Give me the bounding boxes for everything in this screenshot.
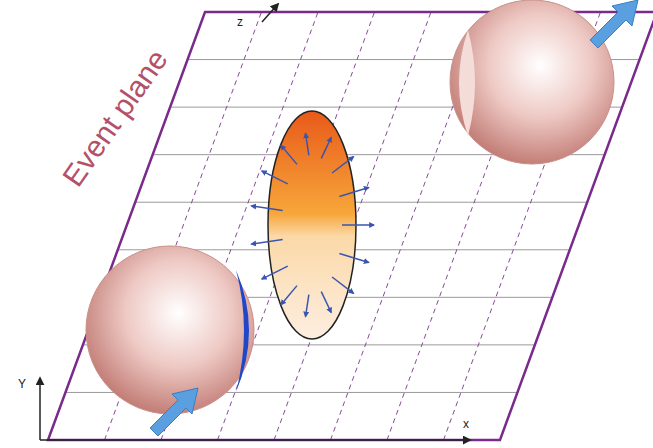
flow-arrow xyxy=(339,188,368,197)
axis-label: Y xyxy=(18,378,26,390)
grid-line xyxy=(218,12,375,440)
flow-arrow xyxy=(332,277,353,293)
flow-arrow xyxy=(342,224,374,226)
flow-arrow xyxy=(306,134,309,156)
flow-arrow xyxy=(332,157,353,173)
axis-label: x xyxy=(461,417,471,431)
flow-arrow xyxy=(306,295,309,317)
y-axis xyxy=(39,378,41,440)
flow-arrow xyxy=(251,240,282,245)
plane-label: Event plane xyxy=(57,44,172,191)
right-nucleus xyxy=(450,0,614,164)
flow-arrow xyxy=(281,145,297,164)
x-axis xyxy=(40,439,470,441)
overlap-region xyxy=(251,111,374,339)
z-axis xyxy=(262,4,278,22)
beam-arrow xyxy=(590,0,638,48)
flow-arrow xyxy=(321,138,331,159)
flow-arrow xyxy=(251,206,282,211)
left-nucleus xyxy=(86,246,254,414)
flow-arrow xyxy=(262,266,288,279)
flow-arrow xyxy=(281,286,297,305)
beam-arrow xyxy=(150,388,198,436)
axis-label: z xyxy=(235,15,245,29)
flow-arrow xyxy=(262,171,288,184)
flow-arrow xyxy=(339,253,368,262)
flow-arrow xyxy=(321,292,331,313)
